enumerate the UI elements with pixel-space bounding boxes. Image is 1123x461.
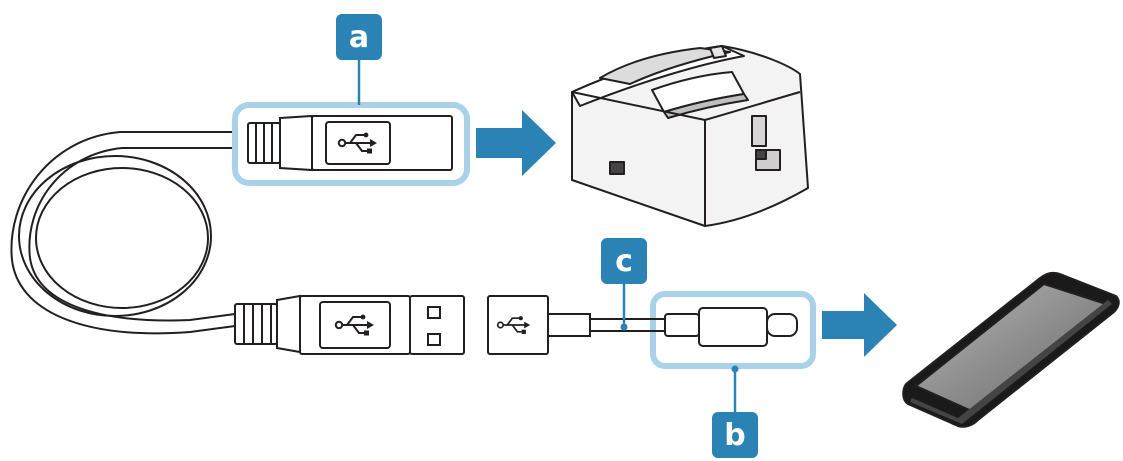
right-arrow-icon [822,293,897,357]
callout-label-b: b [724,418,745,453]
highlight-box-usb-b [232,102,470,186]
callout-b-dot [731,365,739,373]
right-arrow-icon [476,110,556,176]
callout-label-a: a [349,20,369,55]
callout-label-c: c [615,244,633,279]
usb-adapter [487,295,680,355]
usb-b-plug [247,114,453,172]
usb-c-plug [664,307,798,347]
callout-badge-c [601,238,647,284]
callout-c-dot [620,323,628,331]
callout-badge-a [336,14,382,60]
callout-badge-b [712,412,758,458]
cable-coil [10,131,236,335]
receipt-printer-icon [571,45,809,227]
smartphone-icon [902,271,1120,428]
